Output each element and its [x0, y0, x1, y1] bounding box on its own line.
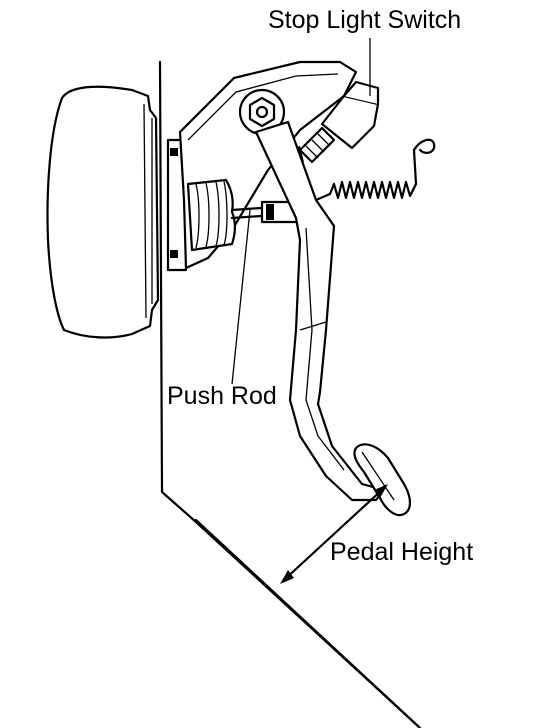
pedal-height-label: Pedal Height: [330, 538, 474, 566]
pedal-arm-bend-line: [299, 321, 327, 331]
bracket-inner-edge: [187, 73, 339, 141]
stop-light-switch-label: Stop Light Switch: [268, 6, 462, 34]
dimension-arrow-top: [374, 484, 388, 498]
spring-hook: [412, 138, 436, 154]
pedal-pad-rubber: [361, 451, 395, 501]
pedal-arm-edge: [305, 227, 345, 471]
booster-bolt-lower: [170, 250, 178, 258]
floor-mat-line: [194, 518, 420, 728]
brake-booster: [46, 85, 160, 339]
pivot-bolt-center: [255, 105, 269, 119]
pivot-bolt-head: [248, 96, 276, 128]
push-rod-boot: [186, 178, 237, 252]
push-rod-leader: [231, 209, 251, 385]
push-rod-label: Push Rod: [167, 382, 277, 410]
pedal-height-dimension-line: [282, 486, 386, 582]
dimension-arrow-bottom: [280, 570, 294, 584]
booster-bolt-upper: [170, 148, 178, 156]
switch-threads: [305, 133, 331, 159]
pedal-pad: [353, 443, 412, 517]
booster-edge-detail: [143, 103, 153, 319]
push-rod-locknut: [266, 204, 274, 220]
boot-folds: [195, 180, 228, 249]
stop-light-switch: [320, 94, 380, 150]
return-spring: [314, 148, 418, 202]
